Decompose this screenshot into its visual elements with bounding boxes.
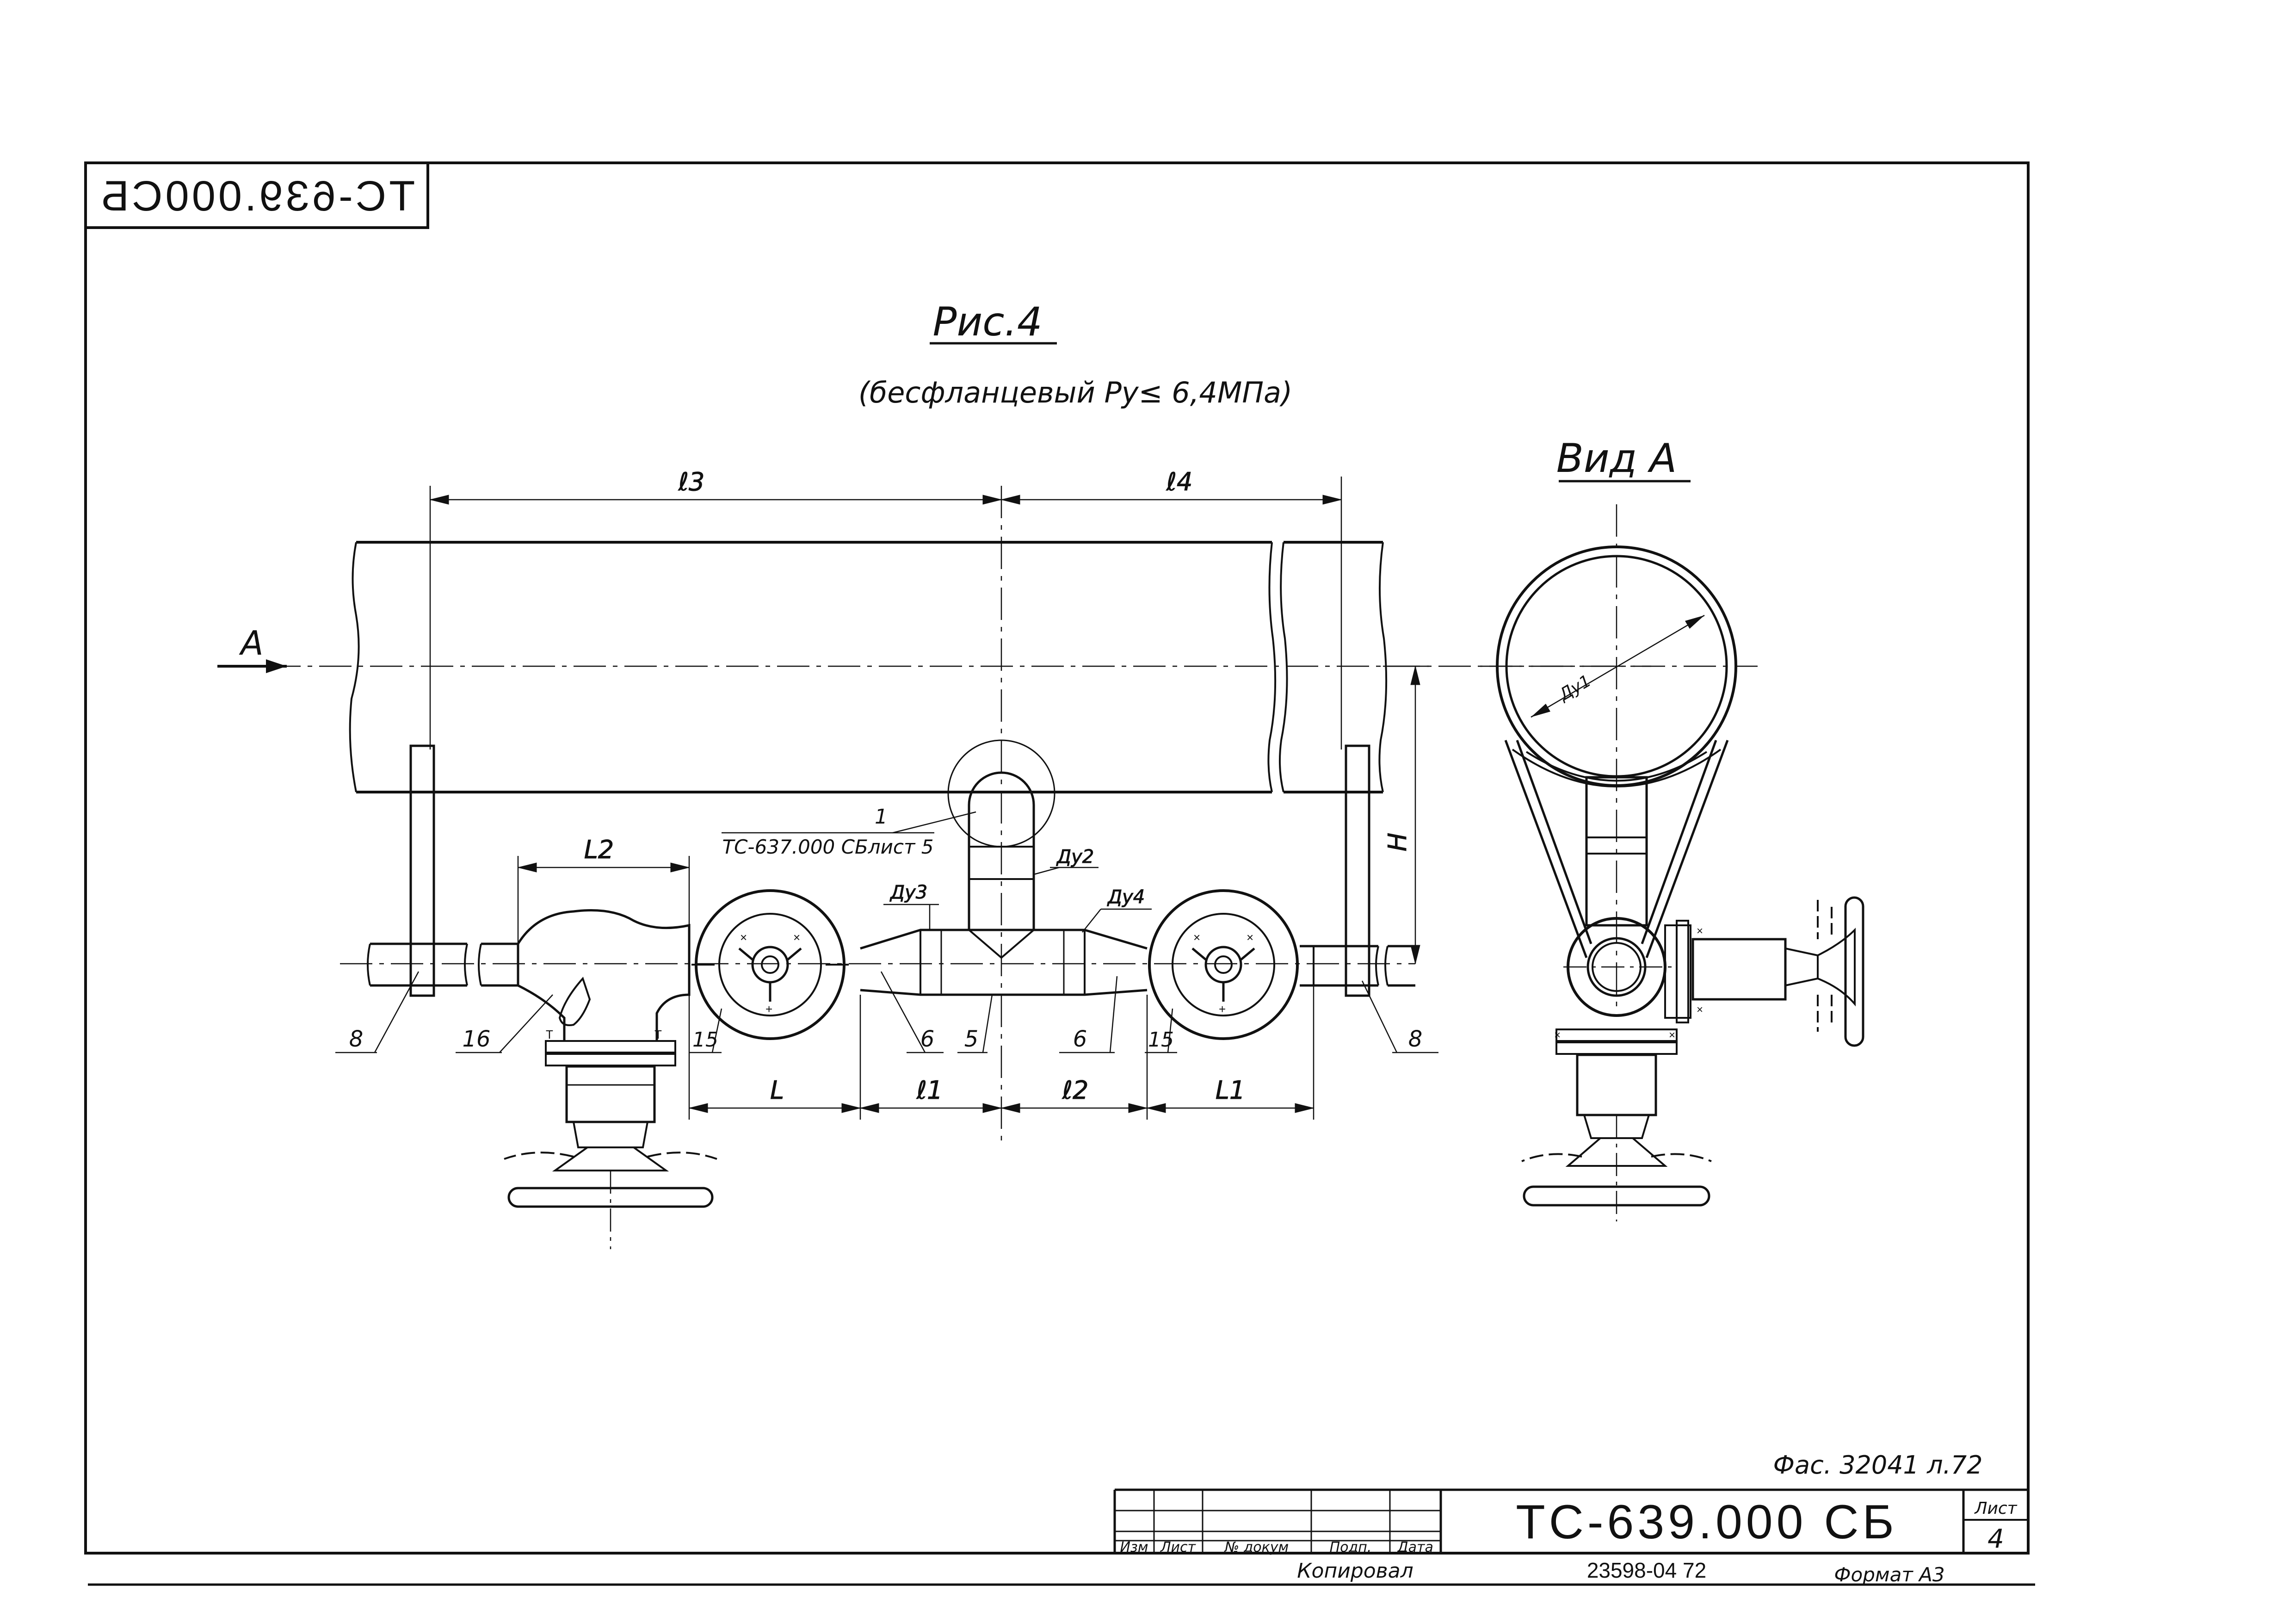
handwheel-left: × × + [691,889,849,1040]
inventory-note: Фас. 32041 л.72 [1773,1450,1983,1480]
callout-6-right: 6 [1073,1026,1087,1052]
view-arrow-label: А [239,624,263,663]
sheet-number: 4 [1987,1524,2004,1554]
col-dokum: № докум [1224,1539,1289,1555]
sheet-label: Лист [1974,1499,2017,1518]
view-a: Ду1 × × × × [1480,504,1864,1221]
dim-Dy4: Ду4 [1107,886,1145,908]
order-number: 23598-04 72 [1587,1558,1706,1582]
copied-label: Копировал [1297,1559,1413,1583]
col-data: Дата [1396,1539,1433,1555]
svg-text:×: × [1697,925,1703,937]
svg-text:Т: Т [546,1028,553,1041]
dim-l3: ℓ3 [678,467,705,496]
dim-l1: ℓ1 [916,1076,943,1105]
drain-fitting: Т Т [504,909,717,1249]
dimensions: ℓ3 ℓ4 H L2 L ℓ1 ℓ2 L1 [429,467,1429,1120]
callout-8-left: 8 [349,1026,364,1052]
view-arrow-a: А [217,624,287,673]
callout-6-left: 6 [920,1026,935,1052]
dim-l4: ℓ4 [1166,467,1193,496]
header-pipe [349,541,1388,793]
figure-subtitle: (бесфланцевый Ру≤ 6,4МПа) [858,376,1292,409]
callouts: 1 ТС-637.000 СБлист 5 8 16 15 6 5 6 15 [335,805,1438,1053]
svg-text:+: + [1219,1002,1226,1016]
svg-text:×: × [1193,930,1200,944]
branch-pipe [367,929,1415,996]
callout-15-left: 15 [692,1028,718,1052]
format-label: Формат А3 [1834,1563,1944,1586]
mirrored-stamp: ТС-639.000СБ [84,161,429,229]
sheet-frame [84,161,2030,1555]
view-title: Вид А [1556,435,1677,482]
svg-text:×: × [740,930,747,944]
dim-Dy3: Ду3 [889,882,927,903]
dim-Dy2: Ду2 [1056,846,1094,867]
dim-l2: ℓ2 [1062,1076,1089,1105]
tee-nozzle [947,739,1055,959]
callout-1: 1 [875,805,888,829]
callout-8-right: 8 [1408,1026,1423,1052]
support-plate-right [1345,744,1370,997]
handwheel-right: × × + [1148,889,1299,1040]
dim-H: H [1383,833,1412,852]
main-view: А [217,467,1651,1249]
svg-text:×: × [1554,1029,1561,1041]
title-block: Фас. 32041 л.72 Изм Лист № докум Подп. Д… [1113,1450,2028,1586]
col-izm: Изм [1120,1539,1148,1555]
dim-L2: L2 [584,835,614,864]
col-list: Лист [1160,1539,1197,1555]
support-plate-left [409,744,435,997]
callout-15-right: 15 [1148,1028,1174,1052]
svg-text:×: × [1247,930,1253,944]
dim-L1: L1 [1216,1076,1245,1105]
dim-L: L [770,1076,784,1105]
svg-text:×: × [1697,1004,1703,1016]
svg-text:+: + [765,1002,772,1016]
svg-text:Т: Т [654,1028,662,1041]
svg-text:×: × [793,930,800,944]
callout-16: 16 [462,1026,490,1052]
col-podp: Подп. [1330,1539,1372,1555]
callout-5: 5 [964,1026,979,1052]
figure-title: Рис.4 [932,299,1042,345]
drawing-code: ТС-639.000 СБ [1516,1495,1897,1549]
mirrored-stamp-text: ТС-639.000СБ [99,173,415,220]
callout-ref-note: ТС-637.000 СБлист 5 [722,836,933,858]
svg-text:×: × [1669,1029,1675,1041]
